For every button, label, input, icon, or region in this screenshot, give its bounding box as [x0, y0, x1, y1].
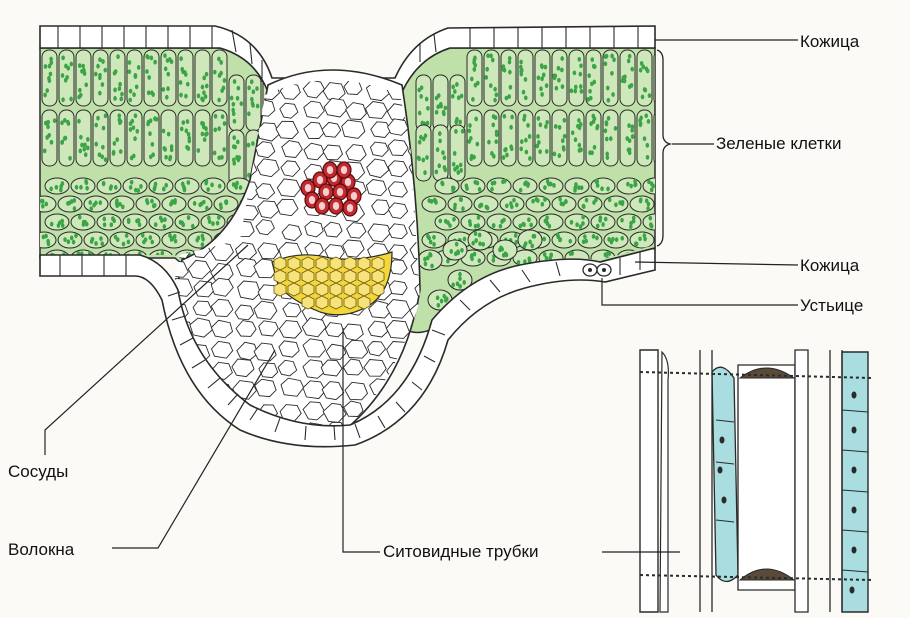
- phloem-fibers: [271, 251, 393, 316]
- lower-epidermis: [39, 246, 656, 448]
- label-epidermis-bottom: Кожица: [800, 256, 860, 275]
- green-cells-brace: [656, 49, 673, 247]
- label-sieve-tubes: Ситовидные трубки: [383, 542, 539, 561]
- label-vessels: Сосуды: [8, 462, 69, 481]
- label-green-cells: Зеленые клетки: [716, 134, 842, 153]
- xylem-vessels: [300, 161, 362, 217]
- leader-lines: [44, 39, 799, 553]
- label-stoma: Устьице: [800, 296, 864, 315]
- palisade-cells: [41, 49, 655, 187]
- sieve-tube-inset: [639, 349, 873, 613]
- upper-epidermis: [39, 25, 656, 93]
- label-epidermis-top: Кожица: [800, 32, 860, 51]
- stoma-guard-cells: [582, 263, 612, 277]
- label-fibers: Волокна: [8, 540, 75, 559]
- spongy-cells: [40, 177, 655, 311]
- midrib: [173, 69, 421, 434]
